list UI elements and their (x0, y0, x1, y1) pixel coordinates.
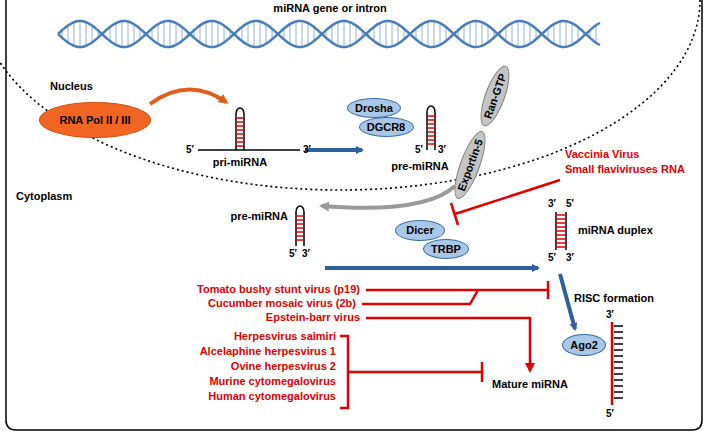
mirna-duplex (556, 212, 566, 250)
compartment-label: Cytoplasm (16, 190, 72, 203)
virus-label: Epstein-barr virus (266, 311, 360, 324)
protein-ellipse: Ago2 (562, 334, 606, 356)
transcription-arrow (150, 89, 226, 104)
rna-label: pre-miRNA (231, 210, 288, 223)
end-label: 5′ (289, 247, 297, 260)
end-label: 5′ (606, 407, 614, 420)
cell-membrane (6, 0, 702, 430)
export-arrow (322, 186, 455, 208)
node-label: TRBP (431, 243, 461, 255)
inhibition-bracket (340, 336, 482, 408)
processing-arrow (305, 148, 362, 152)
activation-arrow (366, 318, 530, 370)
protein-ellipse: TRBP (423, 239, 469, 259)
protein-ellipse: Ran-GTP (475, 63, 516, 130)
compartment-label: Nucleus (50, 80, 93, 93)
node-label: Dicer (406, 224, 434, 236)
node-label: Exportin-5 (455, 137, 485, 192)
dna-helix (58, 21, 600, 47)
rna-label: Mature miRNA (492, 378, 568, 391)
gene-label: miRNA gene or intron (273, 2, 386, 15)
nuclear-envelope (0, 0, 700, 190)
end-label: 3′ (606, 308, 614, 321)
end-label: 5′ (186, 143, 194, 156)
node-label: Drosha (355, 102, 393, 114)
polymerase-ellipse: RNA Pol II / III (39, 102, 151, 138)
virus-label: Human cytomegalovirus (208, 390, 336, 403)
virus-label: Alcelaphine herpesvirus 1 (200, 345, 336, 358)
loading-arrow (560, 274, 575, 329)
virus-label: Small flaviviruses RNA (565, 163, 685, 176)
process-label: RISC formation (574, 292, 654, 305)
node-label: DGCR8 (367, 121, 406, 133)
node-label: Ago2 (570, 339, 598, 351)
virus-label: Herpesvirus saimiri (234, 330, 336, 343)
pre-mirna-hairpin (296, 206, 304, 246)
pre-mirna-hairpin (427, 106, 435, 150)
end-label: 5′ (415, 143, 423, 156)
protein-ellipse: Dicer (395, 220, 445, 241)
rna-label: pri-miRNA (213, 156, 267, 169)
virus-label: Murine cytomegalovirus (209, 375, 336, 388)
end-label: 3′ (566, 251, 574, 264)
protein-ellipse: Drosha (347, 98, 401, 118)
end-label: 5′ (548, 251, 556, 264)
end-label: 3′ (303, 143, 311, 156)
virus-label: Vaccinia Virus (565, 148, 639, 161)
virus-label: Tomato bushy stunt virus (p19) (197, 283, 360, 296)
pri-mirna-hairpin (198, 108, 300, 150)
rna-label: pre-miRNA (391, 160, 448, 173)
protein-ellipse: DGCR8 (359, 117, 414, 137)
end-label: 3′ (438, 143, 446, 156)
end-label: 5′ (566, 197, 574, 210)
rna-label: miRNA duplex (578, 224, 653, 237)
processing-arrow (325, 266, 538, 270)
node-label: Ran-GTP (481, 72, 508, 120)
protein-ellipse: Exportin-5 (448, 128, 491, 202)
virus-label: Cucumber mosaic virus (2b) (208, 297, 356, 310)
node-label: RNA Pol II / III (59, 114, 130, 126)
mature-mirna-strand (612, 322, 623, 405)
end-label: 3′ (548, 197, 556, 210)
inhibition-line (362, 281, 548, 304)
virus-label: Ovine herpesvirus 2 (231, 360, 336, 373)
end-label: 3′ (302, 247, 310, 260)
